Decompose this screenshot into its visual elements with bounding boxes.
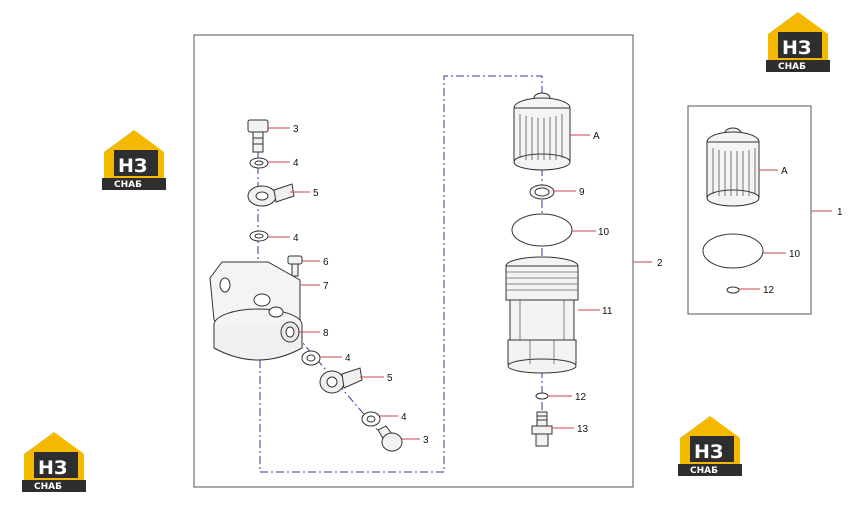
callout-labels: 3 4 5 4 6 7 8 4 5 4 3 A 9 10 11 12 13 2 … xyxy=(293,124,843,446)
callout-4-a: 4 xyxy=(293,158,299,169)
assembly-frame xyxy=(193,34,634,488)
banjo-bolt-top xyxy=(247,119,269,153)
callout-A: A xyxy=(593,131,600,142)
filter-head xyxy=(209,261,303,361)
watermark-logo-bottom-left: НЗ СНАБ xyxy=(22,432,86,492)
callout-3-bottom: 3 xyxy=(423,435,429,446)
banjo-bolt-bottom xyxy=(377,425,403,452)
kit-filter-element xyxy=(706,127,760,207)
svg-text:НЗ: НЗ xyxy=(118,155,147,177)
drain-plug xyxy=(531,411,553,447)
filter-element xyxy=(513,92,571,171)
callout-10: 10 xyxy=(598,227,610,238)
svg-text:НЗ: НЗ xyxy=(38,457,67,479)
kit-callout-A: A xyxy=(781,166,788,177)
callout-3-top: 3 xyxy=(293,124,299,135)
banjo-fitting-top xyxy=(247,183,295,207)
kit-callout-10: 10 xyxy=(789,249,801,260)
callout-1: 1 xyxy=(837,207,843,218)
callout-2: 2 xyxy=(657,258,663,269)
seal-large xyxy=(511,213,573,247)
callout-9: 9 xyxy=(579,187,585,198)
callout-6: 6 xyxy=(323,257,329,268)
watermark-logo-left: НЗ СНАБ xyxy=(102,130,166,190)
callout-4-c: 4 xyxy=(345,353,351,364)
callout-12: 12 xyxy=(575,392,587,403)
svg-text:НЗ: НЗ xyxy=(782,37,811,59)
svg-text:СНАБ: СНАБ xyxy=(114,180,142,190)
callout-7: 7 xyxy=(323,281,329,292)
callout-5-bottom: 5 xyxy=(387,373,393,384)
washer-c xyxy=(301,350,321,366)
banjo-fitting-bottom xyxy=(319,367,363,394)
callout-5-top: 5 xyxy=(313,188,319,199)
svg-text:НЗ: НЗ xyxy=(694,441,723,463)
o-ring xyxy=(535,392,549,400)
kit-o-ring xyxy=(726,286,740,294)
svg-text:СНАБ: СНАБ xyxy=(34,482,62,492)
kit-frame xyxy=(687,105,812,315)
kit-seal-large xyxy=(702,233,764,269)
svg-text:СНАБ: СНАБ xyxy=(778,62,806,72)
kit-callout-12: 12 xyxy=(763,285,775,296)
callout-8: 8 xyxy=(323,328,329,339)
callout-13: 13 xyxy=(577,424,589,435)
small-bolt xyxy=(287,255,303,277)
leader-lines xyxy=(268,127,832,440)
washer-d xyxy=(361,411,381,427)
washer-b xyxy=(249,230,269,242)
assembly-flow-lines xyxy=(257,75,543,473)
callout-4-b: 4 xyxy=(293,233,299,244)
svg-text:СНАБ: СНАБ xyxy=(690,466,718,476)
washer-a xyxy=(249,157,269,169)
filter-housing xyxy=(505,256,579,374)
watermark-logo-bottom-right: НЗ СНАБ xyxy=(678,416,742,476)
watermark-logo-top-right: НЗ СНАБ xyxy=(766,12,830,72)
callout-11: 11 xyxy=(602,306,613,317)
callout-4-d: 4 xyxy=(401,412,407,423)
